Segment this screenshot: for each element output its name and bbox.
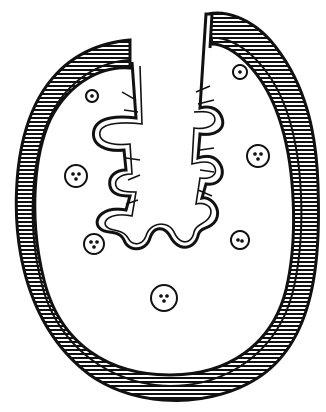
cell-icon [86, 90, 98, 102]
cell-icon [84, 234, 104, 254]
cell-icon [65, 165, 87, 187]
cell-icon [231, 231, 249, 249]
cell-icon [233, 65, 247, 79]
bristle-8 [200, 148, 214, 150]
cell-icon [247, 145, 269, 167]
cell-icon [151, 285, 177, 311]
